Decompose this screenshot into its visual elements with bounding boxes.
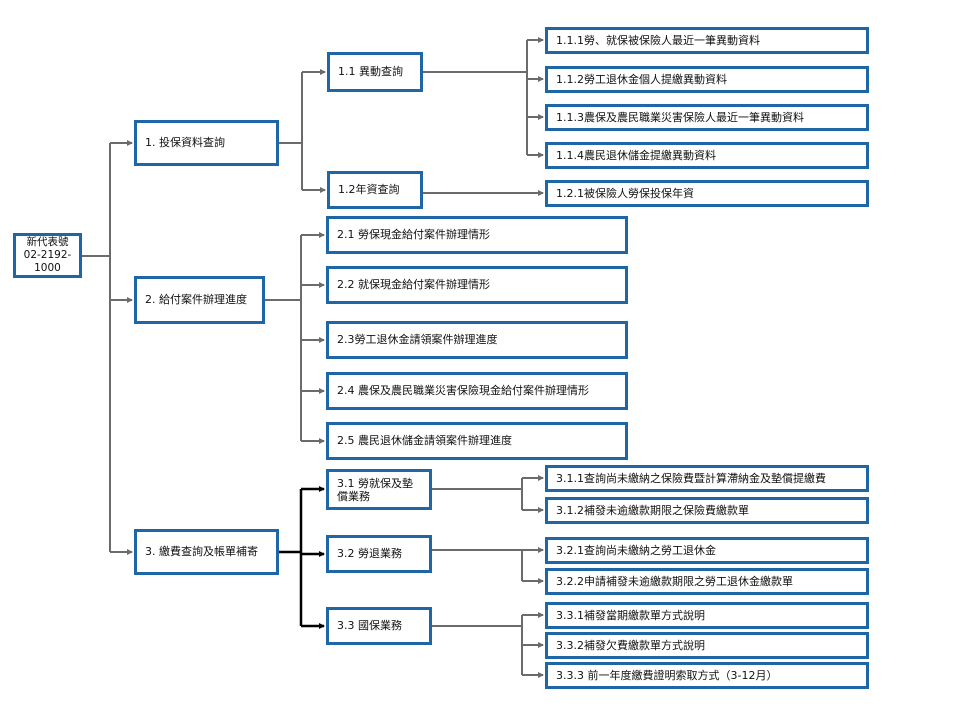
group-1-1-node: 1.1 異動查詢 <box>327 52 423 92</box>
item-3-2-1-node: 3.2.1查詢尚未繳納之勞工退休金 <box>545 537 869 564</box>
item-1-1-2-node: 1.1.2勞工退休金個人提繳異動資料 <box>545 66 869 93</box>
item-2-3-node: 2.3勞工退休金請領案件辦理進度 <box>326 321 628 359</box>
section-1-node: 1. 投保資料查詢 <box>134 120 279 166</box>
section-2-node: 2. 給付案件辦理進度 <box>134 276 265 324</box>
item-3-1-2-node: 3.1.2補發未逾繳款期限之保險費繳款單 <box>545 497 869 524</box>
item-3-3-2-node: 3.3.2補發欠費繳款單方式說明 <box>545 632 869 659</box>
item-2-5-node: 2.5 農民退休儲金請領案件辦理進度 <box>326 422 628 460</box>
item-1-1-4-node: 1.1.4農民退休儲金提繳異動資料 <box>545 142 869 169</box>
item-3-2-2-node: 3.2.2申請補發未逾繳款期限之勞工退休金繳款單 <box>545 568 869 595</box>
item-1-2-1-node: 1.2.1被保險人勞保投保年資 <box>545 180 869 207</box>
group-3-2-node: 3.2 勞退業務 <box>326 535 432 573</box>
item-3-3-1-node: 3.3.1補發當期繳款單方式說明 <box>545 602 869 629</box>
item-3-3-3-node: 3.3.3 前一年度繳費證明索取方式（3-12月） <box>545 662 869 689</box>
item-2-4-node: 2.4 農保及農民職業災害保險現金給付案件辦理情形 <box>326 372 628 410</box>
item-3-1-1-node: 3.1.1查詢尚未繳納之保險費暨計算滯納金及墊償提繳費 <box>545 465 869 492</box>
item-2-2-node: 2.2 就保現金給付案件辦理情形 <box>326 266 628 304</box>
group-3-1-node: 3.1 勞就保及墊償業務 <box>326 469 432 510</box>
item-2-1-node: 2.1 勞保現金給付案件辦理情形 <box>326 216 628 254</box>
group-1-2-node: 1.2年資查詢 <box>327 171 423 209</box>
item-1-1-1-node: 1.1.1勞、就保被保險人最近一筆異動資料 <box>545 27 869 54</box>
section-3-node: 3. 繳費查詢及帳單補寄 <box>134 529 279 575</box>
item-1-1-3-node: 1.1.3農保及農民職業災害保險人最近一筆異動資料 <box>545 104 869 131</box>
group-3-3-node: 3.3 國保業務 <box>326 607 432 645</box>
